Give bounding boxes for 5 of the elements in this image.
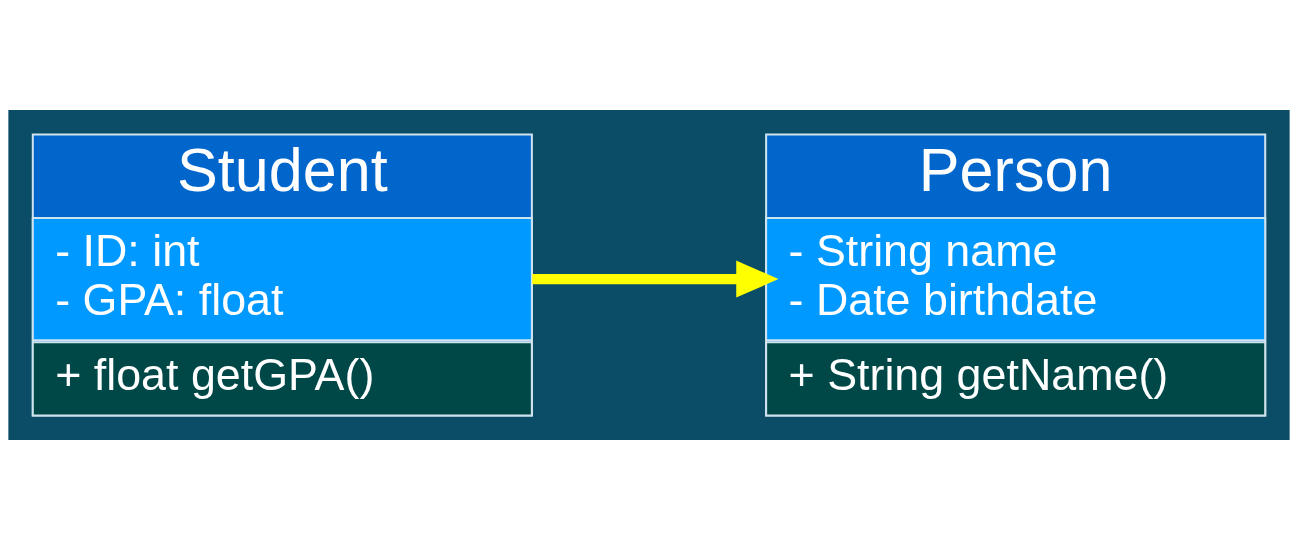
- arrow: [532, 260, 779, 298]
- node-box: + float getGPA(): [31, 341, 533, 417]
- node-box: + String getName(): [765, 341, 1267, 417]
- node-box: - ID: int - GPA: float: [31, 216, 533, 342]
- node-box: - String name - Date birthdate: [765, 216, 1267, 342]
